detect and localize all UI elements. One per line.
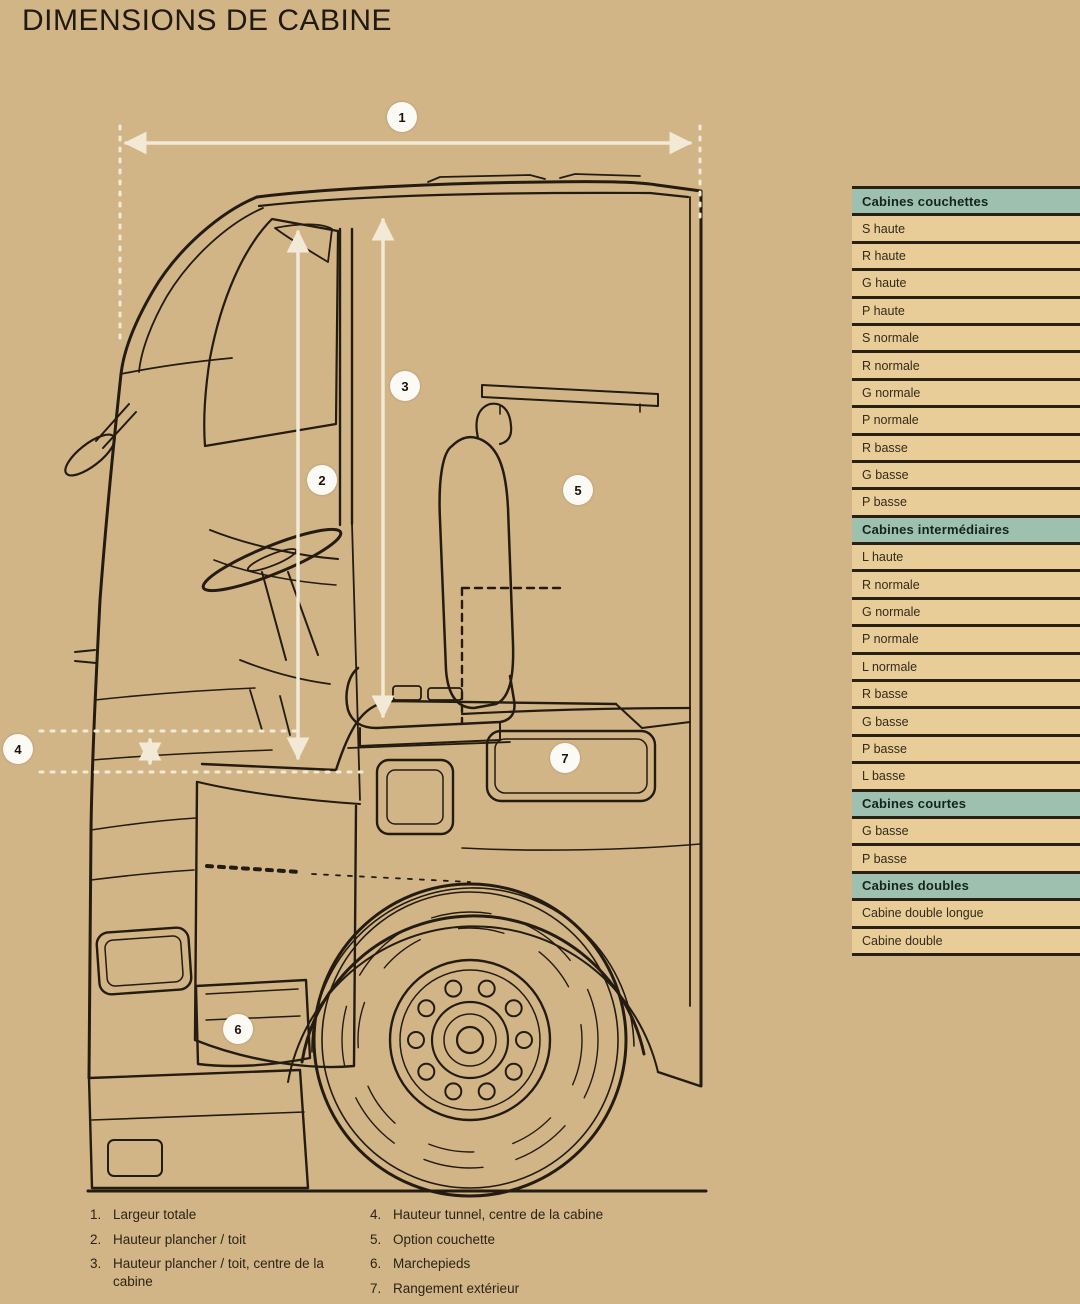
table-row: L normale	[852, 654, 1080, 683]
legend-text: Hauteur tunnel, centre de la cabine	[393, 1207, 604, 1222]
legend-column-2: 4. Hauteur tunnel, centre de la cabine 5…	[370, 1206, 670, 1304]
table-row: R normale	[852, 572, 1080, 600]
callout-7: 7	[550, 743, 580, 773]
legend-text: Marchepieds	[393, 1256, 471, 1272]
table-row: P haute	[852, 298, 1080, 326]
table-row: G basse	[852, 462, 1080, 491]
legend-item-6: 6. Marchepieds	[370, 1255, 670, 1273]
table-row: P basse	[852, 736, 1080, 765]
legend-item-1: 1. Largeur totale	[90, 1206, 370, 1224]
legend-number: 3.	[90, 1256, 102, 1272]
table-row: R normale	[852, 353, 1080, 381]
table-row: G haute	[852, 271, 1080, 299]
callout-4: 4	[3, 734, 33, 764]
callout-3: 3	[390, 371, 420, 401]
legend-item-3: 3. Hauteur plancher / toit, centre de la…	[90, 1255, 370, 1290]
dimension-lines	[38, 124, 702, 774]
table-row: R basse	[852, 435, 1080, 463]
legend-number: 7.	[370, 1280, 382, 1296]
legend-text: Rangement extérieur	[393, 1280, 520, 1296]
table-section-header-crew: Cabines doubles	[852, 873, 1080, 902]
callout-2: 2	[307, 465, 337, 495]
legend-item-4: 4. Hauteur tunnel, centre de la cabine	[370, 1206, 670, 1224]
legend-number: 5.	[370, 1231, 382, 1247]
callout-5: 5	[563, 475, 593, 505]
table-row: Cabine double longue	[852, 901, 1080, 929]
table-row: G basse	[852, 709, 1080, 737]
table-row: P basse	[852, 846, 1080, 874]
table-row: Cabine double	[852, 928, 1080, 956]
legend-number: 1.	[90, 1207, 102, 1222]
legend-number: 6.	[370, 1256, 382, 1272]
truck-line-art	[64, 173, 708, 1198]
table-row: P normale	[852, 627, 1080, 655]
table-row: L basse	[852, 764, 1080, 792]
legend-column-1: 1. Largeur totale 2. Hauteur plancher / …	[90, 1206, 370, 1297]
legend-item-5: 5. Option couchette	[370, 1231, 670, 1249]
legend-text: Hauteur plancher / toit, centre de la ca…	[113, 1256, 324, 1289]
page-title: DIMENSIONS DE CABINE	[22, 4, 393, 37]
table-row: R haute	[852, 243, 1080, 272]
cab-types-table: Cabines couchettes S haute R haute G hau…	[852, 186, 1080, 956]
table-row: G normale	[852, 599, 1080, 628]
callout-1: 1	[387, 102, 417, 132]
legend-number: 2.	[90, 1231, 102, 1247]
table-row: L haute	[852, 545, 1080, 573]
legend-text: Largeur totale	[113, 1207, 197, 1222]
table-row: G basse	[852, 818, 1080, 847]
legend-text: Hauteur plancher / toit	[113, 1231, 246, 1247]
table-section-header-short: Cabines courtes	[852, 791, 1080, 819]
callout-6: 6	[223, 1014, 253, 1044]
legend-number: 4.	[370, 1207, 382, 1222]
table-row: S haute	[852, 216, 1080, 244]
table-section-header-sleeper: Cabines couchettes	[852, 189, 1080, 217]
table-row: P basse	[852, 490, 1080, 518]
table-section-header-intermediate: Cabines intermédiaires	[852, 517, 1080, 546]
legend-item-2: 2. Hauteur plancher / toit	[90, 1231, 370, 1249]
table-row: G normale	[852, 380, 1080, 409]
table-row: R basse	[852, 682, 1080, 710]
table-row: P normale	[852, 408, 1080, 436]
legend-text: Option couchette	[393, 1231, 496, 1247]
legend-item-7: 7. Rangement extérieur	[370, 1280, 670, 1298]
table-row: S normale	[852, 325, 1080, 354]
